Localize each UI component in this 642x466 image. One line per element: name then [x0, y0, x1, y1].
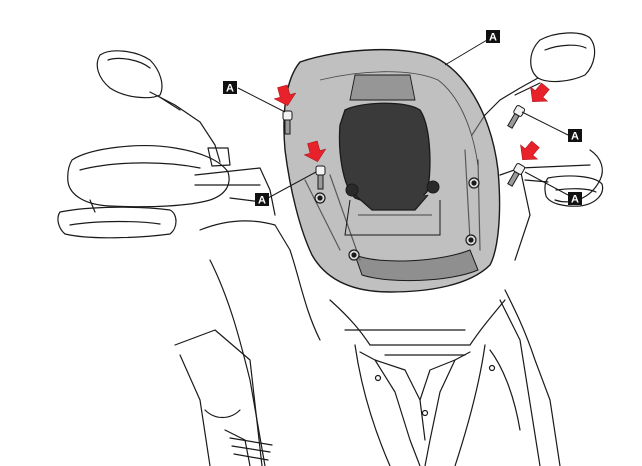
screw-4: [507, 163, 526, 187]
arrow-down-2-icon: [303, 140, 327, 163]
callout-label: A: [255, 193, 269, 207]
screw-2: [315, 165, 326, 190]
screw-1: [282, 110, 293, 135]
direction-arrows: [273, 82, 550, 163]
callout-label: A: [223, 81, 237, 95]
windscreen-inner-edge: [319, 71, 479, 166]
callout-label-text: A: [258, 195, 266, 207]
arrow-down-3-icon: [530, 82, 550, 102]
callout-label-text: A: [571, 194, 579, 206]
callout-labels: A A A A A: [223, 30, 582, 207]
dashboard-display: [338, 102, 441, 236]
mounting-points: [314, 177, 480, 261]
windscreen-lower-lip: [354, 249, 479, 282]
callout-label-text: A: [226, 83, 234, 95]
arrow-down-4-icon: [520, 140, 540, 160]
callout-label: A: [568, 129, 582, 143]
motorcycle-body: [57, 32, 604, 466]
callout-label: A: [568, 192, 582, 206]
windscreen-top-frame: [349, 74, 416, 101]
screw-3: [507, 105, 526, 129]
callout-label: A: [486, 30, 500, 44]
arrow-down-1-icon: [273, 84, 297, 107]
callout-label-text: A: [489, 32, 497, 44]
leader-lines: [237, 39, 569, 199]
screws: [282, 105, 526, 190]
callout-label-text: A: [571, 131, 579, 143]
